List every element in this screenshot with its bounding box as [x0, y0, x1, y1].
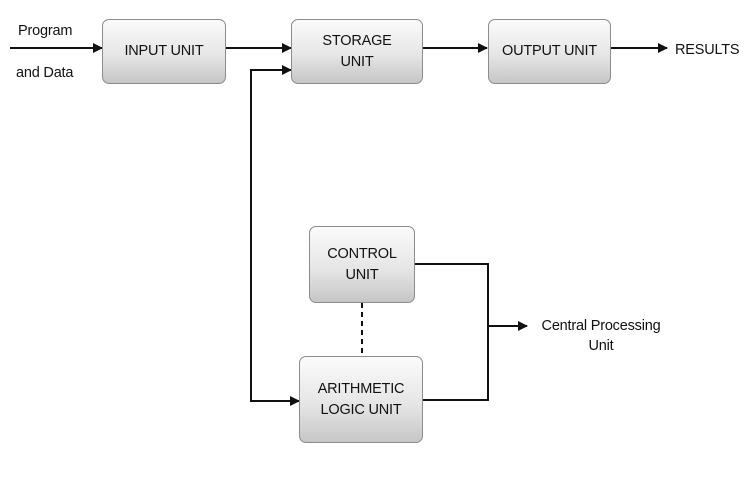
output-unit-box: OUTPUT UNIT: [488, 19, 611, 84]
results-label: RESULTS: [675, 42, 740, 58]
input-unit-label: INPUT UNIT: [124, 43, 204, 59]
cpu-label: Central Processing Unit: [541, 318, 661, 354]
alu-box: ARITHMETIC LOGIC UNIT: [299, 356, 423, 443]
control-unit-box: CONTROL UNIT: [309, 226, 415, 303]
output-unit-label: OUTPUT UNIT: [501, 43, 597, 59]
storage-unit-box: STORAGE UNIT: [291, 19, 423, 84]
program-label: Program: [18, 23, 73, 39]
and-data-label: and Data: [16, 65, 74, 81]
storage-unit-label: STORAGE UNIT: [322, 32, 392, 70]
connector-alu-storage: [250, 69, 298, 402]
control-unit-label: CONTROL UNIT: [327, 245, 397, 283]
input-unit-box: INPUT UNIT: [102, 19, 226, 84]
alu-label: ARITHMETIC LOGIC UNIT: [317, 380, 405, 418]
cpu-bracket: [415, 263, 489, 401]
